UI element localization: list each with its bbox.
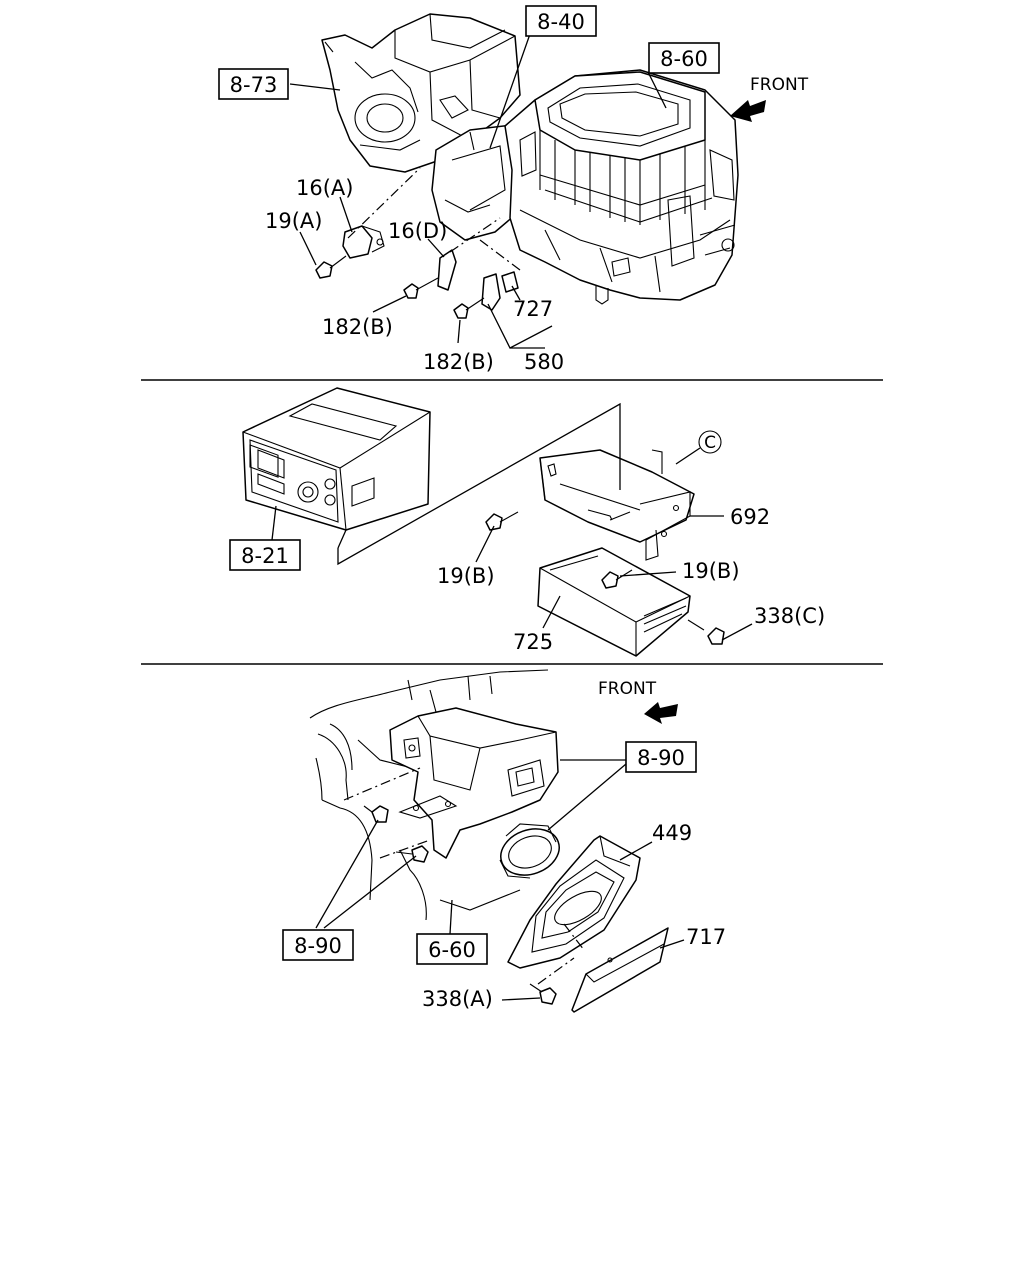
section-heater-unit: 8-73 8-40 8-60 FRONT 16(A) 19(A) 16(D) 1… <box>218 5 809 374</box>
guide-line <box>343 767 421 801</box>
guide-line <box>347 167 421 239</box>
bracket-692-drawing <box>539 449 695 561</box>
guide-line <box>379 839 431 859</box>
leader-line <box>372 295 407 313</box>
part-label-449: 449 <box>652 821 692 845</box>
section-speaker-panel: 8-90 8-90 6-60 FRONT 449 717 338(A) <box>282 669 726 1013</box>
leader-line <box>489 33 531 149</box>
guide-line <box>337 402 621 566</box>
svg-text:8-90: 8-90 <box>294 934 342 958</box>
front-label: FRONT <box>750 75 809 95</box>
leader-line <box>475 525 495 563</box>
part-label-580: 580 <box>524 350 564 374</box>
part-label-16d: 16(D) <box>388 219 447 243</box>
section-control-unit: C 8-21 692 19(B) 19(B) 338(C) 725 <box>229 387 825 657</box>
part-label-19b: 19(B) <box>437 564 495 588</box>
leader-line <box>501 997 541 1001</box>
part-label-692: 692 <box>730 505 770 529</box>
guide-line <box>563 923 585 951</box>
leader-line <box>511 285 521 301</box>
part-label-19b: 19(B) <box>682 559 740 583</box>
leader-line <box>323 855 417 929</box>
part-label-19a: 19(A) <box>265 209 322 233</box>
bracket-16a-drawing <box>315 225 385 279</box>
leader-line <box>542 595 561 629</box>
front-arrow-icon <box>644 702 678 724</box>
ref-box-8-90[interactable]: 8-90 <box>625 741 697 773</box>
part-label-338c: 338(C) <box>754 604 825 628</box>
cover-717-drawing <box>571 927 669 1013</box>
leader-line <box>449 899 453 935</box>
part-label-725: 725 <box>513 630 553 654</box>
pocket-725-drawing <box>537 547 691 657</box>
screw-338c-drawing <box>687 619 725 645</box>
svg-text:8-73: 8-73 <box>230 73 278 97</box>
svg-text:8-21: 8-21 <box>241 544 289 568</box>
leader-line <box>547 763 627 831</box>
front-arrow-icon <box>730 100 766 122</box>
guide-line <box>537 957 575 985</box>
leader-line <box>675 447 701 465</box>
svg-text:8-90: 8-90 <box>637 746 685 770</box>
front-label: FRONT <box>598 679 657 699</box>
screw-8-90-drawing <box>363 805 429 863</box>
leader-line <box>619 571 677 577</box>
heater-unit-drawing <box>504 69 739 305</box>
leader-line <box>289 83 341 91</box>
leader-line <box>457 319 461 344</box>
leader-line <box>315 819 379 929</box>
speaker-bracket-drawing <box>389 707 559 859</box>
part-label-727: 727 <box>513 297 553 321</box>
ref-box-8-60[interactable]: 8-60 <box>648 42 720 74</box>
part-label-16a: 16(A) <box>296 176 353 200</box>
guide-line <box>337 529 347 549</box>
leader-line <box>619 841 653 861</box>
svg-text:8-40: 8-40 <box>537 10 585 34</box>
svg-text:C: C <box>704 433 716 453</box>
svg-text:6-60: 6-60 <box>428 938 476 962</box>
guide-line <box>479 239 521 271</box>
screw-19b-drawing <box>485 511 633 589</box>
ref-box-6-60[interactable]: 6-60 <box>416 933 488 965</box>
ref-box-8-73[interactable]: 8-73 <box>218 68 289 100</box>
ref-box-8-21[interactable]: 8-21 <box>229 539 301 571</box>
leader-line <box>659 939 685 949</box>
ref-box-8-40[interactable]: 8-40 <box>525 5 597 37</box>
instrument-panel-drawing <box>309 669 549 921</box>
circle-c-icon: C <box>698 430 722 454</box>
leader-line <box>339 196 353 233</box>
speaker-grille-449-drawing <box>507 835 641 969</box>
leader-line <box>427 238 445 258</box>
part-label-717: 717 <box>686 925 726 949</box>
leader-line <box>647 71 667 109</box>
center-duct-drawing <box>431 123 531 241</box>
part-label-338a: 338(A) <box>422 987 493 1011</box>
part-label-182b: 182(B) <box>423 350 494 374</box>
bracket-16d-drawing <box>403 249 519 319</box>
leader-line <box>721 623 753 641</box>
control-unit-drawing <box>242 387 431 531</box>
ref-box-8-90[interactable]: 8-90 <box>282 929 354 961</box>
part-label-182b: 182(B) <box>322 315 393 339</box>
speaker-drawing <box>499 823 560 879</box>
leader-line <box>271 505 277 541</box>
screw-338a-drawing <box>529 983 557 1005</box>
leader-line <box>299 231 317 266</box>
svg-text:8-60: 8-60 <box>660 47 708 71</box>
